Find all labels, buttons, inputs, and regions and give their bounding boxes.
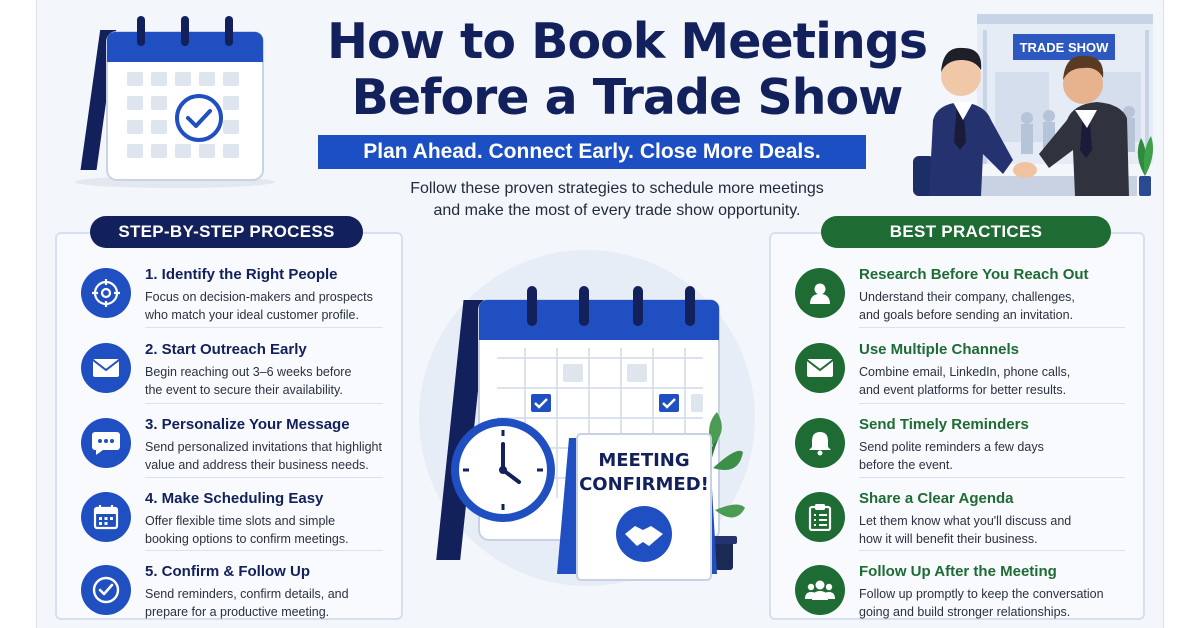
section-header-steps: STEP-BY-STEP PROCESS bbox=[90, 216, 363, 248]
meeting-confirmed-line-2: CONFIRMED! bbox=[579, 474, 709, 495]
practice-title: Use Multiple Channels bbox=[859, 341, 1020, 358]
title-line-2: Before a Trade Show bbox=[351, 69, 904, 126]
target-icon bbox=[81, 268, 131, 318]
trade-show-sign: TRADE SHOW bbox=[1020, 40, 1110, 55]
practice-title: Send Timely Reminders bbox=[859, 416, 1029, 433]
meeting-confirmed-line-1: MEETING bbox=[598, 450, 689, 471]
practice-title: Research Before You Reach Out bbox=[859, 266, 1089, 283]
check-circle-icon bbox=[81, 565, 131, 615]
envelope-icon bbox=[81, 343, 131, 393]
practice-description-line: Send polite reminders a few days bbox=[859, 440, 1044, 454]
practice-description: Understand their company, challenges, and… bbox=[859, 288, 1129, 324]
practice-description-line: how it will benefit their business. bbox=[859, 532, 1038, 546]
list-item: 5. Confirm & Follow Up Send reminders, c… bbox=[57, 555, 401, 628]
divider bbox=[145, 403, 383, 404]
practice-title: Share a Clear Agenda bbox=[859, 490, 1014, 507]
step-description-line: Begin reaching out 3–6 weeks before bbox=[145, 365, 352, 379]
chat-bubble-icon bbox=[81, 418, 131, 468]
practice-description-line: going and build stronger relationships. bbox=[859, 605, 1071, 619]
step-title: 5. Confirm & Follow Up bbox=[145, 563, 310, 580]
step-description-line: Focus on decision-makers and prospects bbox=[145, 290, 373, 304]
step-description: Begin reaching out 3–6 weeks before the e… bbox=[145, 363, 395, 399]
divider bbox=[859, 327, 1125, 328]
step-description-line: who match your ideal customer profile. bbox=[145, 308, 359, 322]
step-description: Offer flexible time slots and simple book… bbox=[145, 512, 395, 548]
group-icon bbox=[795, 565, 845, 615]
practice-description-line: and goals before sending an invitation. bbox=[859, 308, 1074, 322]
list-item: 4. Make Scheduling Easy Offer flexible t… bbox=[57, 482, 401, 557]
divider bbox=[859, 550, 1125, 551]
step-title: 4. Make Scheduling Easy bbox=[145, 490, 324, 507]
practice-description-line: and event platforms for better results. bbox=[859, 383, 1067, 397]
envelope-icon bbox=[795, 343, 845, 393]
list-item: Use Multiple Channels Combine email, Lin… bbox=[771, 333, 1143, 408]
list-item: Research Before You Reach Out Understand… bbox=[771, 258, 1143, 333]
practice-description: Follow up promptly to keep the conversat… bbox=[859, 585, 1129, 621]
step-description-line: Send reminders, confirm details, and bbox=[145, 587, 349, 601]
tagline-banner: Plan Ahead. Connect Early. Close More De… bbox=[318, 135, 866, 169]
list-item: 1. Identify the Right People Focus on de… bbox=[57, 258, 401, 333]
title-line-1: How to Book Meetings bbox=[326, 13, 928, 70]
practice-description: Combine email, LinkedIn, phone calls, and… bbox=[859, 363, 1129, 399]
divider bbox=[145, 550, 383, 551]
practice-description-line: Let them know what you'll discuss and bbox=[859, 514, 1072, 528]
step-description: Send personalized invitations that highl… bbox=[145, 438, 395, 474]
practice-title: Follow Up After the Meeting bbox=[859, 563, 1057, 580]
bell-icon bbox=[795, 418, 845, 468]
list-item: 3. Personalize Your Message Send persona… bbox=[57, 408, 401, 483]
infographic-canvas: How to Book Meetings Before a Trade Show… bbox=[36, 0, 1164, 628]
divider bbox=[859, 403, 1125, 404]
step-description: Send reminders, confirm details, and prep… bbox=[145, 585, 395, 621]
practice-description: Send polite reminders a few days before t… bbox=[859, 438, 1129, 474]
practice-description-line: before the event. bbox=[859, 458, 953, 472]
page-title: How to Book Meetings Before a Trade Show bbox=[307, 14, 947, 126]
divider bbox=[145, 327, 383, 328]
divider bbox=[145, 477, 383, 478]
practice-description-line: Understand their company, challenges, bbox=[859, 290, 1075, 304]
step-description-line: booking options to confirm meetings. bbox=[145, 532, 349, 546]
step-title: 3. Personalize Your Message bbox=[145, 416, 350, 433]
list-item: Follow Up After the Meeting Follow up pr… bbox=[771, 555, 1143, 628]
intro-line-1: Follow these proven strategies to schedu… bbox=[410, 180, 824, 197]
list-item: Share a Clear Agenda Let them know what … bbox=[771, 482, 1143, 557]
practice-description: Let them know what you'll discuss and how… bbox=[859, 512, 1129, 548]
person-icon bbox=[795, 268, 845, 318]
best-practices-panel: Research Before You Reach Out Understand… bbox=[769, 232, 1145, 620]
calendar-icon bbox=[81, 492, 131, 542]
practice-description-line: Follow up promptly to keep the conversat… bbox=[859, 587, 1104, 601]
step-description-line: Offer flexible time slots and simple bbox=[145, 514, 336, 528]
list-item: Send Timely Reminders Send polite remind… bbox=[771, 408, 1143, 483]
meeting-confirmed-illustration: MEETING CONFIRMED! bbox=[419, 250, 755, 586]
step-title: 1. Identify the Right People bbox=[145, 266, 338, 283]
divider bbox=[859, 477, 1125, 478]
step-description-line: value and address their business needs. bbox=[145, 458, 369, 472]
intro-line-2: and make the most of every trade show op… bbox=[433, 202, 801, 219]
list-item: 2. Start Outreach Early Begin reaching o… bbox=[57, 333, 401, 408]
step-description: Focus on decision-makers and prospects wh… bbox=[145, 288, 395, 324]
section-header-best-practices: BEST PRACTICES bbox=[821, 216, 1111, 248]
step-title: 2. Start Outreach Early bbox=[145, 341, 307, 358]
step-description-line: the event to secure their availability. bbox=[145, 383, 343, 397]
clipboard-icon bbox=[795, 492, 845, 542]
calendar-check-illustration bbox=[75, 16, 275, 188]
practice-description-line: Combine email, LinkedIn, phone calls, bbox=[859, 365, 1071, 379]
step-description-line: Send personalized invitations that highl… bbox=[145, 440, 382, 454]
intro-text: Follow these proven strategies to schedu… bbox=[337, 178, 897, 222]
step-by-step-panel: 1. Identify the Right People Focus on de… bbox=[55, 232, 403, 620]
step-description-line: prepare for a productive meeting. bbox=[145, 605, 330, 619]
trade-show-handshake-illustration: TRADE SHOW bbox=[913, 14, 1153, 196]
